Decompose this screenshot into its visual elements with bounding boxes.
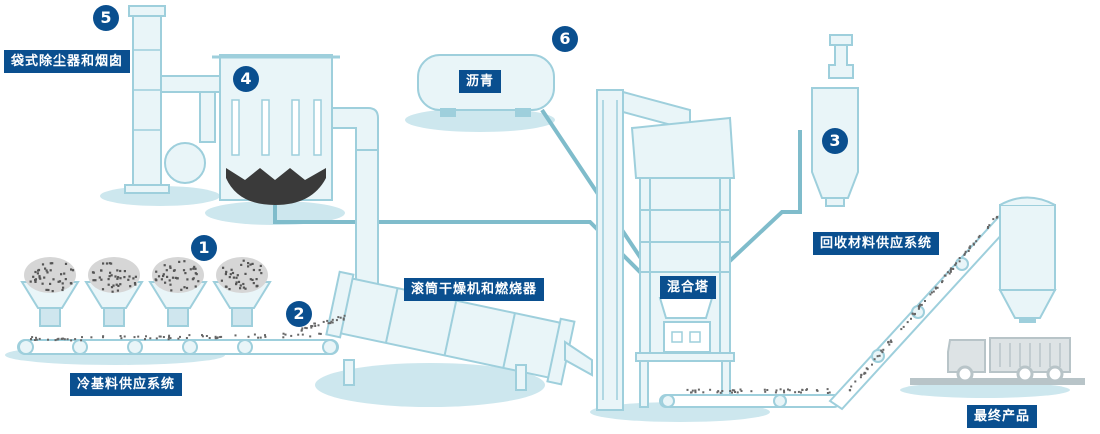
dryer-drum — [325, 270, 593, 391]
chimney — [124, 5, 221, 194]
label-cold-feed: 冷基料供应系统 — [70, 373, 183, 396]
badge-5: 5 — [93, 5, 119, 31]
aggregate-dots — [29, 259, 263, 293]
label-dryer-burner: 滚筒干燥机和燃烧器 — [404, 278, 545, 301]
label-asphalt: 沥青 — [459, 70, 502, 93]
ground-shadows — [5, 108, 1070, 422]
mixing-tower — [630, 116, 736, 408]
badge-1: 1 — [191, 235, 217, 261]
label-mixing-tower: 混合塔 — [660, 276, 717, 299]
label-final-product: 最终产品 — [967, 405, 1038, 428]
aggregate-piles — [24, 257, 268, 293]
badge-4: 4 — [233, 66, 259, 92]
badge-6: 6 — [552, 26, 578, 52]
label-dust-collector: 袋式除尘器和烟囱 — [4, 50, 131, 73]
bucket-elevator — [596, 89, 691, 411]
cold-feed-conveyor — [17, 339, 339, 355]
truck — [910, 337, 1085, 385]
product-silo — [998, 196, 1057, 323]
recycle-bin — [811, 34, 859, 207]
badge-2: 2 — [286, 301, 312, 327]
conveyor-aggregate — [30, 215, 999, 394]
badge-3: 3 — [822, 128, 848, 154]
baghouse — [212, 54, 379, 311]
label-recycle-supply: 回收材料供应系统 — [813, 232, 940, 255]
